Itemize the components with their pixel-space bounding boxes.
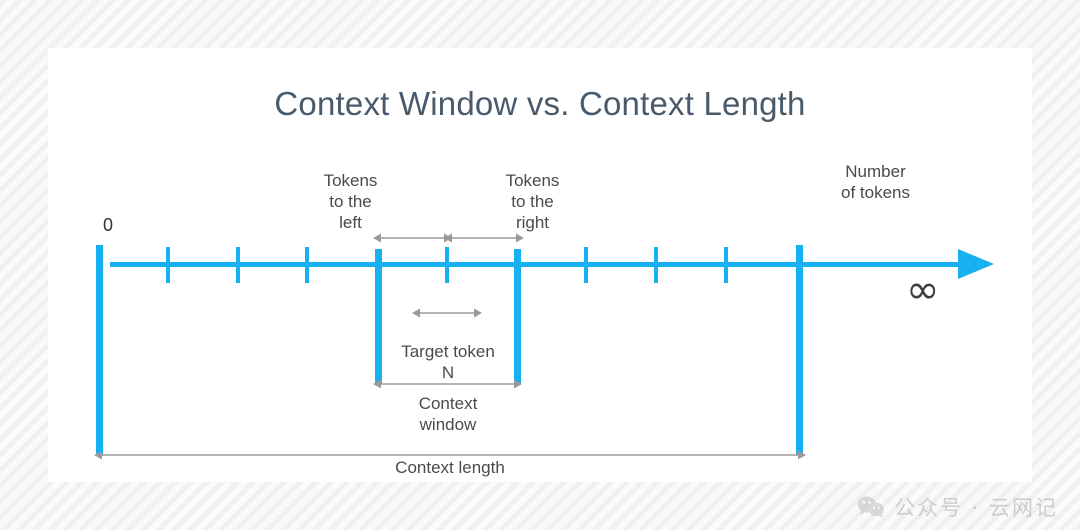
axis-tick [584, 247, 588, 283]
target-token-line-2: N [441, 363, 455, 382]
tokens-left-line-1: Tokens [323, 171, 378, 190]
axis-tick-target-token [445, 247, 449, 283]
axis-tick [236, 247, 240, 283]
number-of-tokens-line-2: of tokens [841, 183, 910, 202]
context-window-line-2: window [419, 415, 477, 434]
axis-tick [305, 247, 309, 283]
watermark: 公众号 · 云网记 [857, 492, 1058, 522]
tokens-right-line-1: Tokens [505, 171, 560, 190]
tokens-right-line-3: right [515, 213, 550, 232]
context-length-label: Context length [395, 458, 505, 477]
tokens-to-the-right-label: Tokens to the right [470, 170, 595, 233]
axis-tick [166, 247, 170, 283]
context-window-end-bar [514, 249, 521, 384]
axis-arrowhead-icon [958, 249, 994, 279]
tokens-left-line-2: to the [329, 192, 372, 211]
tokens-right-line-2: to the [511, 192, 554, 211]
axis-tick [724, 247, 728, 283]
axis-tick [654, 247, 658, 283]
context-length-end-bar [796, 245, 803, 455]
tokens-to-the-left-label: Tokens to the left [288, 170, 413, 233]
context-window-start-bar [375, 249, 382, 384]
watermark-text: 公众号 · 云网记 [893, 496, 1058, 520]
context-window-label: Context window [378, 393, 518, 435]
context-window-line-1: Context [418, 394, 478, 413]
slide-card: Context Window vs. Context Length [48, 48, 1032, 482]
context-length-start-bar [96, 245, 103, 455]
token-axis-diagram: 0 Tokens to the left Tokens to the right… [48, 48, 1032, 482]
target-token-label: Target token N [378, 341, 518, 383]
number-of-tokens-label: Number of tokens [808, 161, 943, 203]
wechat-icon [857, 496, 884, 518]
infinity-icon: ∞ [906, 267, 940, 313]
axis-origin-label: 0 [103, 215, 114, 235]
target-token-line-1: Target token [401, 342, 495, 361]
page-title: Context Window vs. Context Length [274, 85, 806, 122]
axis-line [110, 262, 970, 267]
tokens-left-line-3: left [339, 213, 362, 232]
number-of-tokens-line-1: Number [845, 162, 906, 181]
